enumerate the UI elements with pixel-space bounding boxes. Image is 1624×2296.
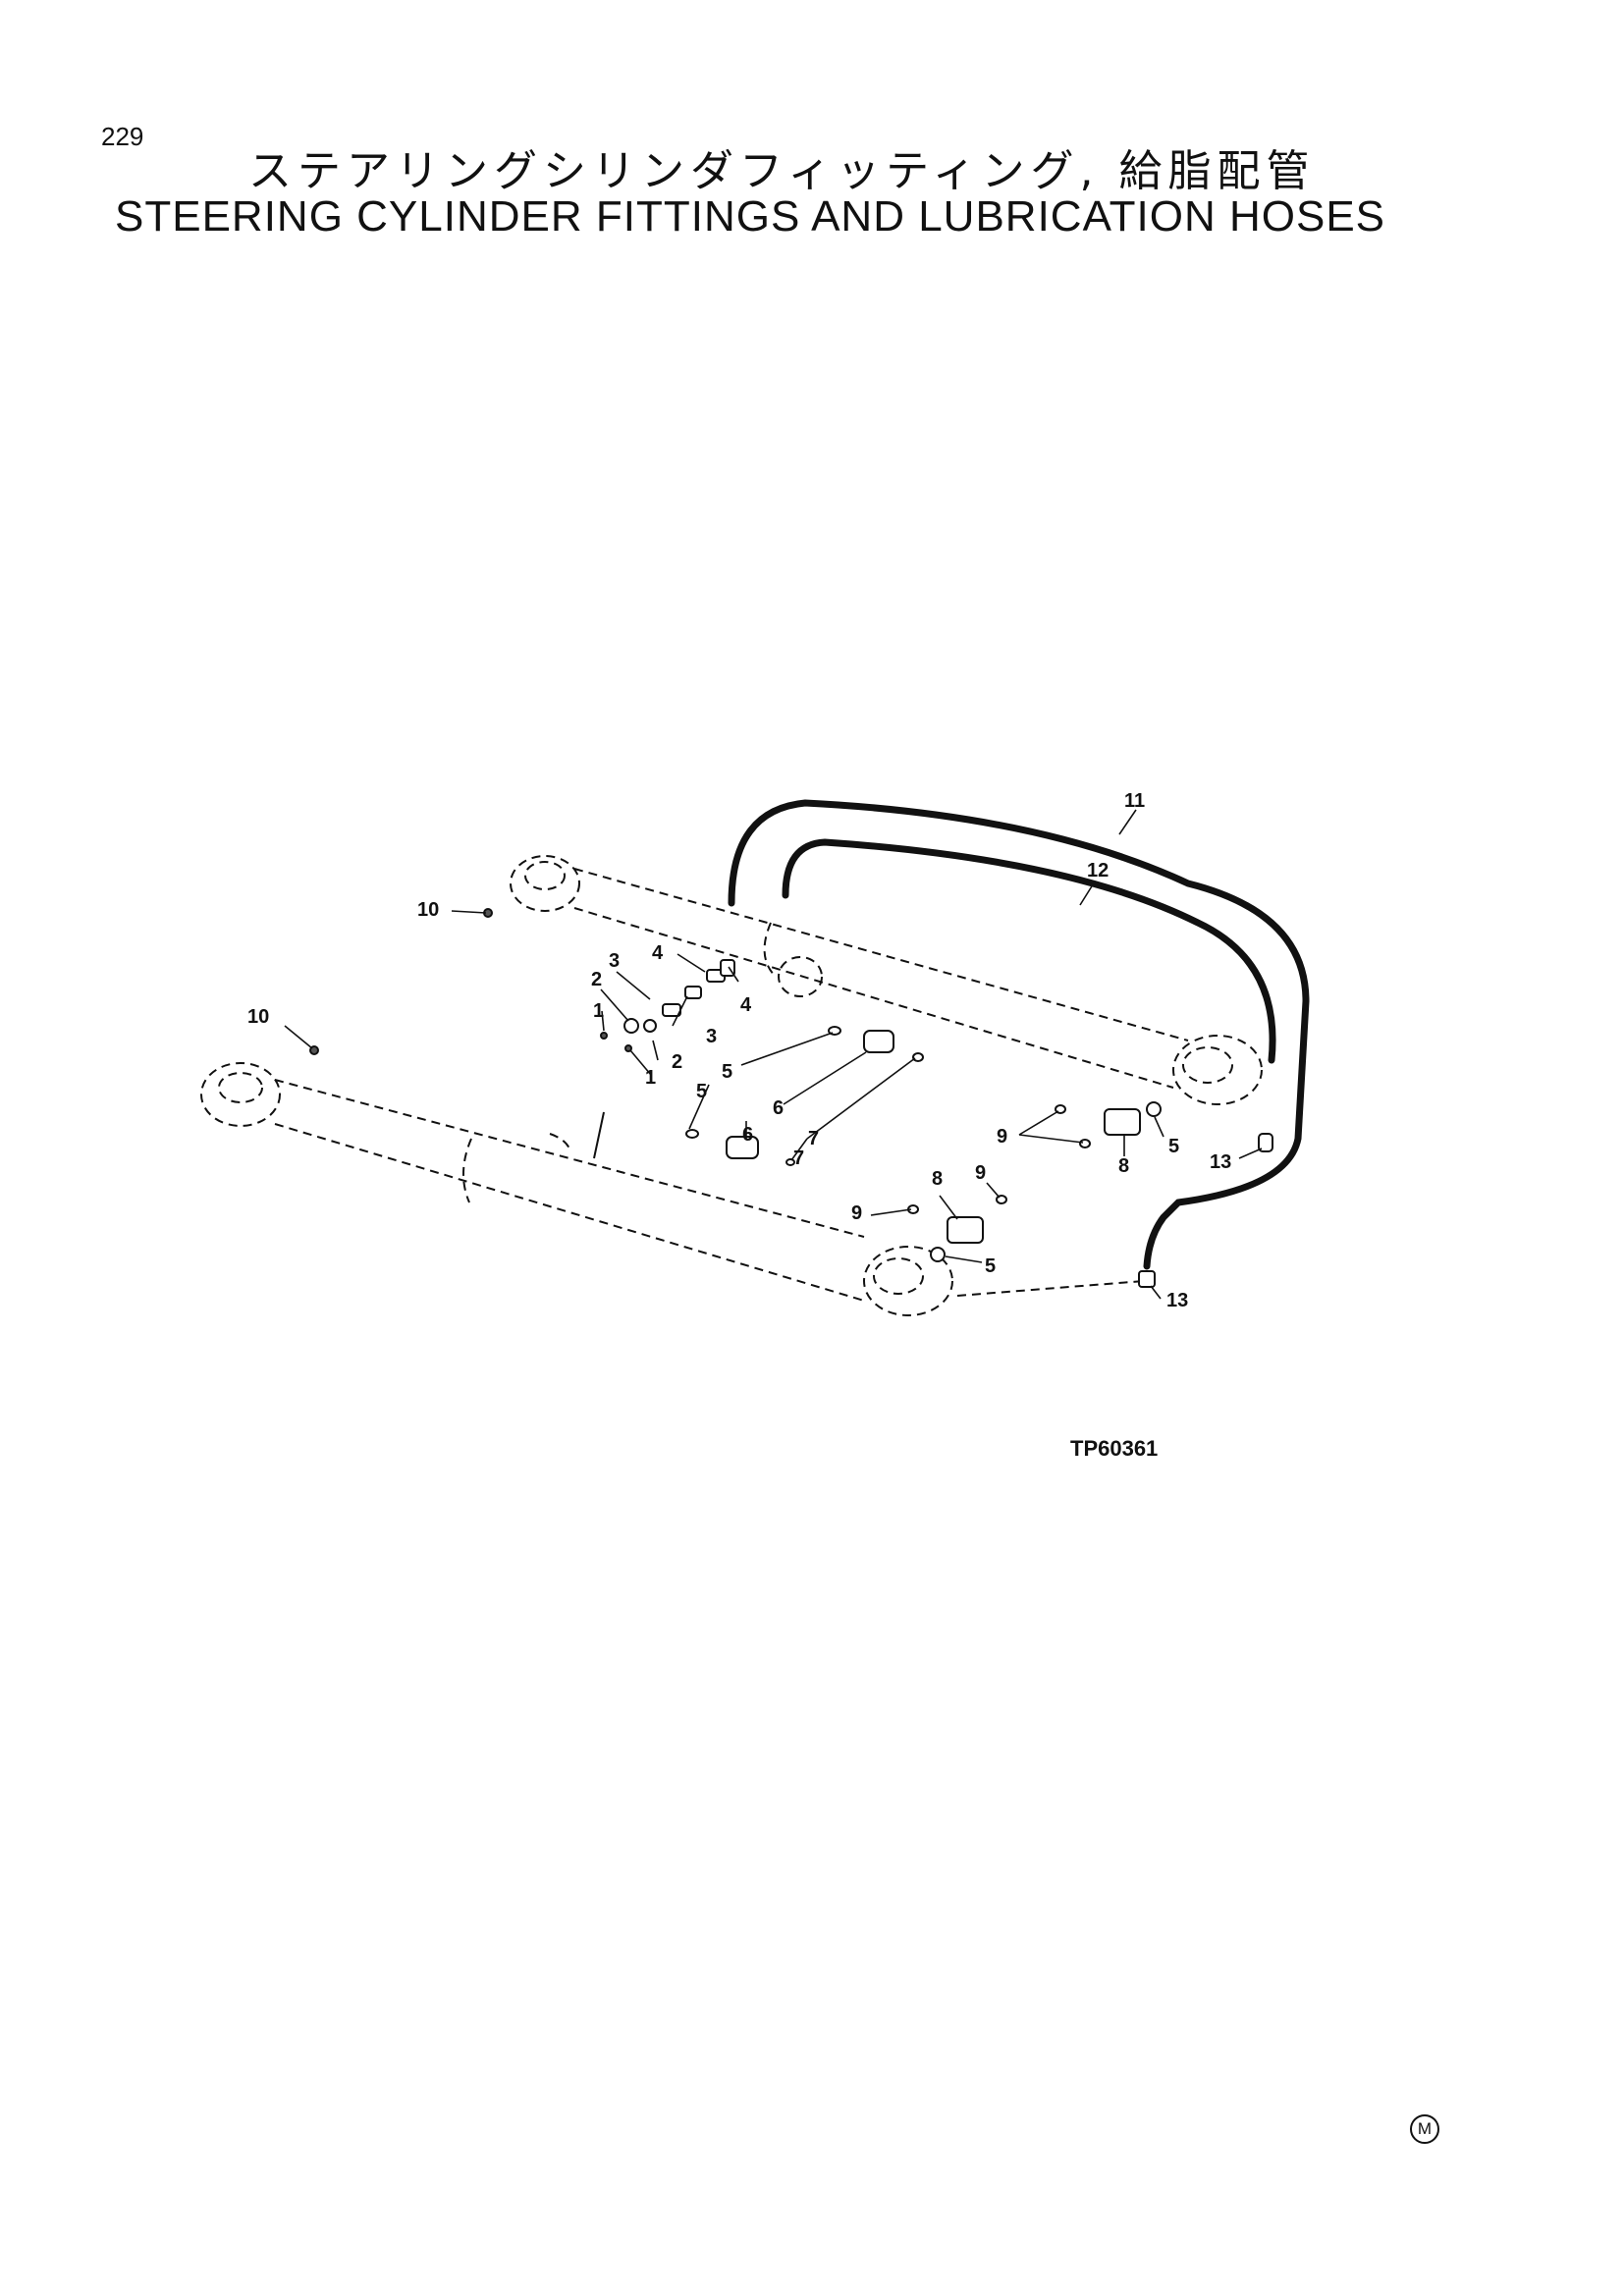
- callout-4-lower: 4: [740, 994, 752, 1016]
- m-mark: M: [1410, 2114, 1439, 2144]
- callout-2-upper: 2: [591, 969, 602, 990]
- page-number: 229: [101, 122, 144, 151]
- callout-7-b: 7: [793, 1148, 804, 1169]
- callout-6-a: 6: [773, 1097, 784, 1119]
- callout-2-lower: 2: [672, 1051, 682, 1073]
- callout-12: 12: [1087, 860, 1109, 881]
- title-english: STEERING CYLINDER FITTINGS AND LUBRICATI…: [115, 192, 1386, 240]
- callout-13-right: 13: [1210, 1151, 1231, 1173]
- callout-9-left: 9: [851, 1202, 862, 1224]
- figure-code: TP60361: [1070, 1436, 1159, 1461]
- callout-5-d: 5: [985, 1255, 996, 1277]
- callout-7-a: 7: [808, 1128, 819, 1149]
- fittings: [309, 908, 1273, 1288]
- callout-11: 11: [1124, 790, 1145, 812]
- callout-3-upper: 3: [609, 950, 620, 972]
- leader-lines: [284, 809, 1263, 1300]
- hose-12: [782, 838, 1276, 1064]
- title-japanese: ステアリングシリンダフィッティング, 給脂配管: [248, 146, 1316, 196]
- callout-8-right: 8: [1118, 1155, 1129, 1177]
- callout-9-top: 9: [975, 1162, 986, 1184]
- hose-11: [728, 799, 1310, 1270]
- callout-5-b: 5: [696, 1081, 707, 1102]
- callout-13-bottom: 13: [1166, 1290, 1188, 1311]
- lower-cylinder: [200, 1062, 953, 1316]
- callouts: 1 1 2 2 3 3 4 4 5 5 5 5 6 6 7 7 8 8 9 9 …: [247, 790, 1231, 1311]
- callout-5-a: 5: [722, 1061, 732, 1083]
- callout-1-lower: 1: [645, 1067, 656, 1089]
- callout-4-upper: 4: [652, 942, 664, 964]
- callout-3-lower: 3: [706, 1026, 717, 1047]
- callout-1-upper: 1: [593, 1000, 604, 1022]
- callout-10-lower: 10: [247, 1006, 269, 1028]
- callout-10-upper: 10: [417, 899, 439, 921]
- upper-cylinder: [510, 855, 1263, 1105]
- callout-9-right: 9: [997, 1126, 1007, 1148]
- callout-8-left: 8: [932, 1168, 943, 1190]
- callout-6-b: 6: [742, 1124, 753, 1146]
- callout-5-c: 5: [1168, 1136, 1179, 1157]
